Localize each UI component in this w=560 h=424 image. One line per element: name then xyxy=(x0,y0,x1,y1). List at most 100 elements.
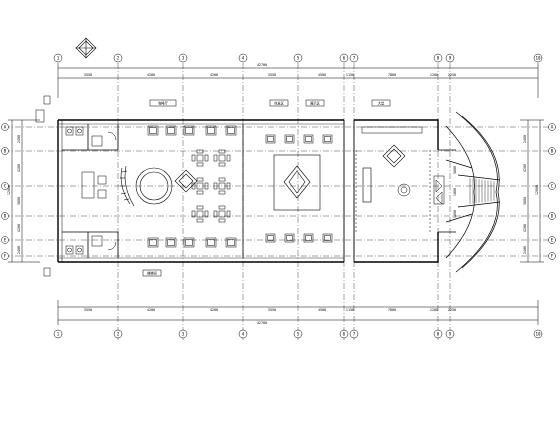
top-dim: 1200 xyxy=(430,73,438,77)
bottom-dim: 7800 xyxy=(388,308,396,312)
diamond-table-center xyxy=(273,154,321,211)
axis-bubble: 7 xyxy=(349,53,359,63)
axis-bubble: 3 xyxy=(178,53,188,63)
table-top xyxy=(218,154,226,162)
armchair-seat xyxy=(227,127,235,134)
cafe-table xyxy=(213,149,231,167)
inner-dim: 1800 xyxy=(453,188,457,196)
right-dimension-chain xyxy=(520,119,544,263)
left-dim: 3600 xyxy=(17,197,21,205)
axis-bubble: C xyxy=(548,182,556,190)
inner-dim: 3600 xyxy=(453,210,457,218)
svg-text:B: B xyxy=(551,149,554,154)
armchair xyxy=(147,237,159,248)
right-dimension-labels: 2400 4200 3600 4200 2400 12000 xyxy=(523,135,539,254)
armchair xyxy=(322,134,333,144)
axis-bubble: A xyxy=(548,123,556,131)
cafe-table xyxy=(191,149,209,167)
armchair-seat xyxy=(167,239,175,246)
chair xyxy=(204,210,209,218)
armchair-body xyxy=(322,134,333,144)
horizontal-grid-lines xyxy=(4,126,556,257)
top-dimension-labels: 3550 4200 4200 3550 4500 1150 7800 1200 … xyxy=(84,63,456,77)
chair xyxy=(218,218,226,223)
chair xyxy=(196,218,204,223)
chair xyxy=(191,210,196,218)
armchair xyxy=(183,125,195,136)
right-dim: 3600 xyxy=(523,197,527,205)
svg-text:F: F xyxy=(551,254,554,259)
cafe-table-grid xyxy=(191,149,231,223)
svg-text:8: 8 xyxy=(437,56,440,61)
svg-text:5: 5 xyxy=(297,332,300,337)
svg-text:7: 7 xyxy=(353,56,356,61)
armchair-seat xyxy=(185,239,193,246)
svg-text:D: D xyxy=(551,214,554,219)
axis-bubble: 10 xyxy=(533,329,543,339)
svg-text:9: 9 xyxy=(449,56,452,61)
armchair-seat xyxy=(324,235,331,241)
armchair-seat xyxy=(305,235,312,241)
armchair xyxy=(205,237,217,248)
left-exterior-markers xyxy=(35,95,51,277)
svg-text:E: E xyxy=(551,238,554,243)
left-dim: 2400 xyxy=(17,135,21,143)
svg-text:A: A xyxy=(551,125,554,130)
armchair-body xyxy=(322,233,333,243)
axis-bubble: 2 xyxy=(113,329,123,339)
svg-text:2: 2 xyxy=(117,332,120,337)
table-top xyxy=(196,182,204,190)
room-tags: 咖啡厅 休息区 展示区 大堂 楼梯间 xyxy=(147,101,384,276)
chair xyxy=(218,205,226,210)
axis-bubble: F xyxy=(548,252,556,260)
room-tag: 展示区 xyxy=(310,101,320,106)
table-top xyxy=(196,210,204,218)
axis-bubble: B xyxy=(548,147,556,155)
axis-bubble: E xyxy=(548,236,556,244)
room-tag: 楼梯间 xyxy=(147,271,157,276)
armchair-seat xyxy=(167,127,175,134)
armchair xyxy=(183,237,195,248)
armchair-row-top xyxy=(147,125,237,136)
table-top xyxy=(196,154,204,162)
chair xyxy=(196,177,204,182)
left-dim: 4200 xyxy=(17,164,21,172)
cafe-table xyxy=(191,177,209,195)
armchair-body xyxy=(284,134,295,144)
cafe-table xyxy=(191,205,209,223)
axis-bubble: 9 xyxy=(445,53,455,63)
armchair-body xyxy=(165,125,177,136)
chair xyxy=(196,205,204,210)
armchair xyxy=(303,134,314,144)
armchair-body xyxy=(284,233,295,243)
armchair-body xyxy=(183,125,195,136)
armchair-body xyxy=(147,125,159,136)
armchair-body xyxy=(183,237,195,248)
diamond-table-lobby xyxy=(174,169,198,193)
diamond-table-right xyxy=(362,144,406,203)
room-tag: 大堂 xyxy=(378,101,384,106)
svg-text:8: 8 xyxy=(437,332,440,337)
table-top xyxy=(218,182,226,190)
chair xyxy=(213,154,218,162)
axis-bubble: 2 xyxy=(113,53,123,63)
axis-bubble: 6 xyxy=(339,329,349,339)
axis-bubble: 9 xyxy=(445,329,455,339)
right-dim: 4200 xyxy=(523,164,527,172)
svg-text:4: 4 xyxy=(242,56,245,61)
axis-bubble: C xyxy=(1,182,9,190)
chair xyxy=(218,190,226,195)
axis-bubble: 4 xyxy=(238,53,248,63)
left-total: 12000 xyxy=(7,185,11,195)
right-axis-bubbles: A B C D E F xyxy=(548,123,556,260)
bottom-dimension-labels: 3550 4200 4200 3550 4500 1150 7800 1200 … xyxy=(84,308,456,325)
armchair xyxy=(165,125,177,136)
cafe-table xyxy=(213,177,231,195)
chair xyxy=(218,162,226,167)
top-dim: 1150 xyxy=(346,73,354,77)
bottom-axis-bubbles: 1 2 3 4 5 6 7 8 9 10 xyxy=(53,329,543,339)
axis-bubble: D xyxy=(1,212,9,220)
armchair-row-middle-top xyxy=(265,134,333,144)
chair xyxy=(213,210,218,218)
top-dim: 7800 xyxy=(388,73,396,77)
